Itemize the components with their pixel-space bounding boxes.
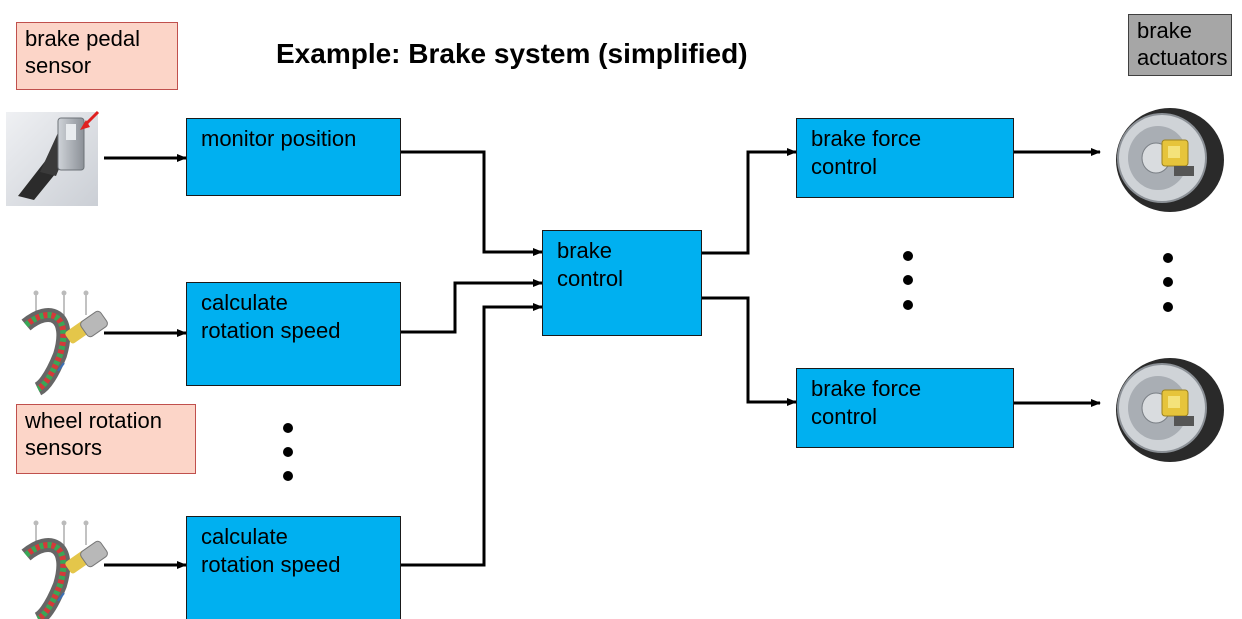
- ellipsis-dot: [283, 471, 293, 481]
- brake-disc-wheel-icon: [1116, 108, 1224, 212]
- diagram-title: Example: Brake system (simplified): [276, 38, 748, 69]
- calculate-rotation-speed-block: calculate rotation speed: [186, 282, 401, 386]
- brake-force-control-block: brake force control: [796, 118, 1014, 198]
- brake-control-block: brake control: [542, 230, 702, 336]
- brake-pedal-sensor-label: brake pedal sensor: [16, 22, 178, 90]
- block-line: control: [557, 266, 624, 291]
- label-line: brake pedal: [25, 26, 140, 51]
- ellipsis-dot: [283, 447, 293, 457]
- block-line: brake force: [811, 376, 922, 401]
- wheel-speed-sensor-icon: [21, 520, 108, 619]
- label-line: brake: [1137, 18, 1193, 43]
- arrow-monitor-to-brake-control: [401, 150, 543, 256]
- block-line: calculate: [201, 524, 288, 549]
- brake-pedal-icon: [6, 110, 100, 206]
- block-line: rotation speed: [201, 318, 341, 343]
- wheel-speed-sensor-icon: [21, 290, 108, 396]
- ellipsis-dot: [1163, 253, 1173, 263]
- ellipsis-dot: [283, 423, 293, 433]
- calculate-rotation-speed-block: calculate rotation speed: [186, 516, 401, 619]
- ellipsis-dot: [903, 251, 913, 261]
- arrow-brake-control-to-force1: [702, 148, 797, 255]
- monitor-position-block: monitor position: [186, 118, 401, 196]
- wheel-rotation-sensors-label: wheel rotation sensors: [16, 404, 196, 474]
- arrow-brake-control-to-force2: [702, 296, 797, 406]
- brake-actuators-label: brake actuators: [1128, 14, 1232, 76]
- ellipsis-dot: [1163, 277, 1173, 287]
- arrow-calc2-to-brake-control: [401, 303, 543, 567]
- brake-force-control-block: brake force control: [796, 368, 1014, 448]
- block-line: control: [811, 154, 878, 179]
- brake-disc-wheel-icon: [1116, 358, 1224, 462]
- ellipsis-dot: [903, 275, 913, 285]
- label-line: actuators: [1137, 45, 1228, 70]
- block-line: control: [811, 404, 878, 429]
- arrow-calc1-to-brake-control: [401, 279, 543, 334]
- label-line: sensor: [25, 53, 92, 78]
- label-line: sensors: [25, 435, 103, 460]
- ellipsis-dot: [903, 300, 913, 310]
- label-line: wheel rotation: [25, 408, 162, 433]
- ellipsis-dot: [1163, 302, 1173, 312]
- block-line: monitor position: [201, 126, 357, 151]
- block-line: brake force: [811, 126, 922, 151]
- block-line: rotation speed: [201, 552, 341, 577]
- block-line: calculate: [201, 290, 288, 315]
- block-line: brake: [557, 238, 613, 263]
